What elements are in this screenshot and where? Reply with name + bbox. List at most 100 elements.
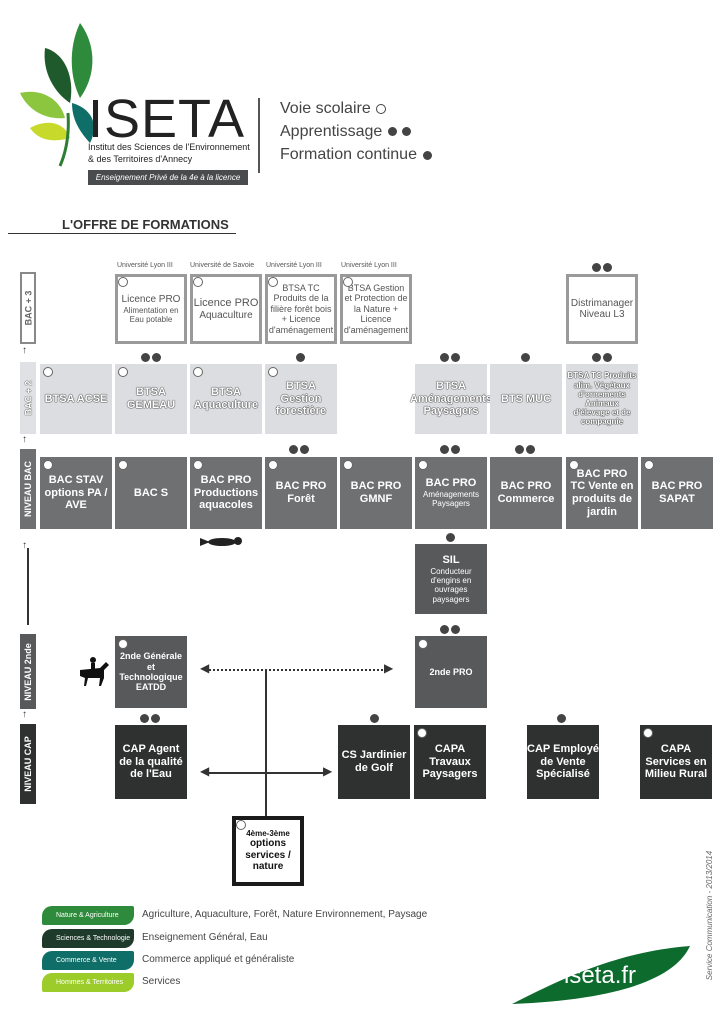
voie-scolaire-icon	[268, 367, 278, 377]
formation-title: BAC PRO	[651, 480, 703, 493]
formation-btsa-tc-bois[interactable]: BTSA TC Produits de la filière forêt boi…	[265, 274, 337, 344]
level-niveau-cap-label: NIVEAU CAP	[23, 736, 34, 792]
voie-scolaire-icon	[193, 460, 203, 470]
legend-tag-hommes: Hommes & Territoires	[42, 973, 134, 992]
arrow-left-icon: ◀	[200, 764, 210, 778]
formation-cs-jardinier-golf[interactable]: CS Jardinier de Golf	[338, 725, 410, 799]
formation-licence-pro-alimentation[interactable]: Licence PRO Alimentation en Eau potable	[115, 274, 187, 344]
apprentissage-icon	[440, 353, 449, 362]
tagline-text: Enseignement Privé de la 4e à la licence	[95, 173, 241, 182]
formation-subtitle: SAPAT	[659, 493, 695, 505]
formation-title: BTSA Gestion forestière	[275, 380, 327, 418]
formation-title: BAC STAV	[48, 474, 104, 487]
apprentissage-icon	[141, 353, 150, 362]
logo-wordmark: ISETA	[88, 89, 246, 149]
formation-bac-pro-sapat[interactable]: BAC PRO SAPAT	[641, 457, 713, 529]
dotted-arrow	[206, 669, 386, 671]
leaf-logo-icon	[20, 23, 94, 167]
formation-title: BAC S	[133, 486, 169, 499]
university-label: Université Lyon III	[341, 262, 397, 269]
formation-bac-pro-commerce[interactable]: BAC PRO Commerce	[490, 457, 562, 529]
formation-sil[interactable]: SIL Conducteur d'engins en ouvrages pays…	[415, 544, 487, 614]
voie-scolaire-icon	[118, 460, 128, 470]
formation-btsa-gestion-forestiere[interactable]: BTSA Gestion forestière	[265, 364, 337, 434]
section-title: L'OFFRE DE FORMATIONS	[62, 217, 229, 232]
open-circle-icon	[375, 104, 386, 114]
formation-2nde-pro[interactable]: 2nde PRO	[415, 636, 487, 708]
formation-title: CAP Agent de la qualité de l'Eau	[119, 743, 183, 781]
formation-cap-employe-vente[interactable]: CAP Employé de Vente Spécialisé	[527, 725, 599, 799]
formation-title: BAC PRO	[425, 477, 477, 490]
arrow-up-icon: ↑	[22, 709, 27, 720]
apprentissage-icon	[451, 445, 460, 454]
legend-tag-nature: Nature & Agriculture	[42, 906, 134, 925]
mode-apprentissage-label: Apprentissage	[280, 123, 383, 140]
legend-text: Services	[142, 976, 181, 987]
website-link[interactable]: iseta.fr	[564, 962, 637, 989]
legend-tag-sciences: Sciences & Technologie	[42, 929, 134, 948]
formation-bac-pro-aquacoles[interactable]: BAC PRO Productions aquacoles	[190, 457, 262, 529]
apprentissage-icon	[592, 353, 601, 362]
formation-btsa-tc-produits[interactable]: BTSA TC Produits alim. Végétaux d'orneme…	[566, 364, 638, 434]
voie-scolaire-icon	[569, 460, 579, 470]
formation-subtitle: Alimentation en Eau potable	[123, 305, 179, 324]
double-dot-icon	[388, 123, 411, 141]
formation-btsa-amenagements[interactable]: BTSA Aménagements Paysagers	[410, 364, 492, 434]
voie-scolaire-icon	[118, 367, 128, 377]
formation-btsa-aquaculture[interactable]: BTSA Aquaculture	[190, 364, 262, 434]
website-leaf-icon	[512, 946, 690, 1004]
formation-btsa-acse[interactable]: BTSA ACSE	[40, 364, 112, 434]
credit-text: Service Communication - 2013/2014	[700, 820, 720, 1010]
formation-btsa-gemeau[interactable]: BTSA GEMEAU	[115, 364, 187, 434]
formation-bac-stav[interactable]: BAC STAV options PA / AVE	[40, 457, 112, 529]
university-label: Université Lyon III	[266, 262, 322, 269]
formation-title: BTS MUC	[500, 392, 552, 405]
voie-scolaire-icon	[193, 277, 203, 287]
formation-bts-muc[interactable]: BTS MUC	[490, 364, 562, 434]
formation-title: BAC PRO	[350, 480, 402, 493]
formation-licence-pro-aquaculture[interactable]: Licence PRO Aquaculture	[190, 274, 262, 344]
level-bac3-label: BAC + 3	[23, 290, 34, 326]
mode-apprentissage: Apprentissage	[280, 123, 411, 141]
mode-continue-label: Formation continue	[280, 146, 417, 163]
formation-title: BTSA Gestion et Protection de la Nature …	[343, 283, 409, 335]
formation-distrimanager[interactable]: Distrimanager Niveau L3	[566, 274, 638, 344]
mode-continue: Formation continue	[280, 146, 432, 164]
connector-vertical	[265, 669, 267, 820]
formation-title: BTSA Aménagements Paysagers	[410, 380, 492, 418]
formation-title: CAPA Services en Milieu Rural	[644, 743, 708, 781]
formation-2nde-generale[interactable]: 2nde Générale et Technologique EATDD	[115, 636, 187, 708]
logo: ISETA Institut des Sciences de l'Environ…	[20, 18, 250, 188]
institute-name-line2: & des Territoires d'Annecy	[88, 154, 193, 164]
formation-title: CAPA Travaux Paysagers	[422, 743, 478, 781]
formation-subtitle: options PA / AVE	[44, 486, 108, 512]
formation-title: CAP Employé de Vente Spécialisé	[527, 743, 599, 781]
voie-scolaire-icon	[418, 460, 428, 470]
level-bac2: BAC + 2	[20, 362, 36, 434]
formation-bac-pro-foret[interactable]: BAC PRO Forêt	[265, 457, 337, 529]
formation-bac-pro-amenagements[interactable]: BAC PRO Aménagements Paysagers	[415, 457, 487, 529]
formation-title: 4ème-3ème	[246, 829, 290, 839]
arrow-up-icon: ↑	[22, 345, 27, 356]
apprentissage-icon	[451, 353, 460, 362]
apprentissage-icon	[140, 714, 149, 723]
formation-capa-services-rural[interactable]: CAPA Services en Milieu Rural	[640, 725, 712, 799]
formation-continue-icon	[370, 714, 379, 723]
voie-scolaire-icon	[417, 728, 427, 738]
formation-4eme-3eme[interactable]: 4ème-3ème options services / nature	[232, 816, 304, 886]
formation-bac-s[interactable]: BAC S	[115, 457, 187, 529]
formation-cap-agent-eau[interactable]: CAP Agent de la qualité de l'Eau	[115, 725, 187, 799]
voie-scolaire-icon	[268, 460, 278, 470]
institute-name-line1: Institut des Sciences de l'Environnement	[88, 142, 250, 152]
formation-bac-pro-tc-vente[interactable]: BAC PRO TC Vente en produits de jardin	[566, 457, 638, 529]
apprentissage-icon	[440, 625, 449, 634]
website-badge[interactable]: iseta.fr	[512, 944, 690, 1006]
voie-scolaire-icon	[643, 728, 653, 738]
voie-scolaire-icon	[43, 460, 53, 470]
connector-horizontal	[206, 772, 326, 774]
formation-capa-travaux-paysagers[interactable]: CAPA Travaux Paysagers	[414, 725, 486, 799]
formation-btsa-gestion-nature[interactable]: BTSA Gestion et Protection de la Nature …	[340, 274, 412, 344]
formation-title: CS Jardinier de Golf	[341, 749, 407, 774]
formation-bac-pro-gmnf[interactable]: BAC PRO GMNF	[340, 457, 412, 529]
legend-tag-label: Commerce & Vente	[56, 957, 117, 964]
